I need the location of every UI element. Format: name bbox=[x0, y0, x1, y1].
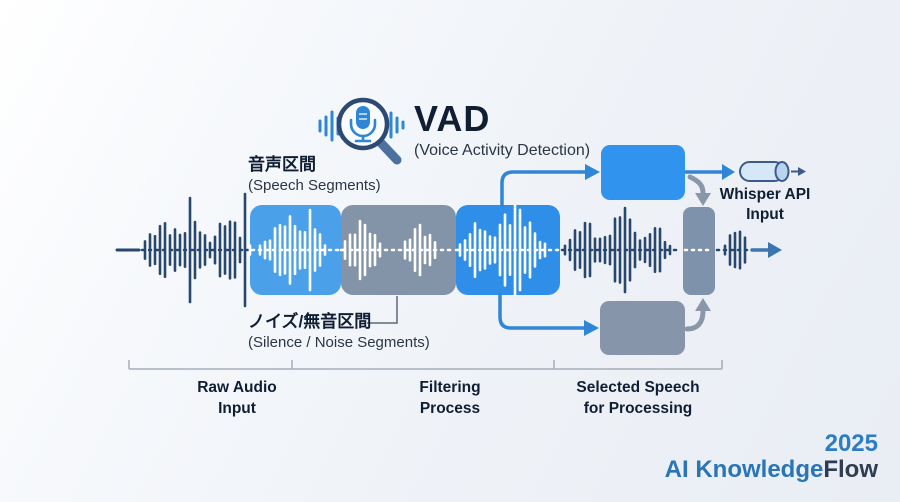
soundwave-right-icon bbox=[389, 111, 405, 139]
footer-brand: AI KnowledgeFlow bbox=[664, 456, 878, 483]
microphone-icon bbox=[349, 106, 377, 143]
audio-buffer-cylinder-icon bbox=[739, 161, 806, 182]
page-title: VAD bbox=[414, 98, 491, 139]
speech-flow-arrow-bottom bbox=[498, 292, 599, 336]
magnifier-handle bbox=[376, 138, 402, 165]
speech-segments-label: 音声区間 (Speech Segments) bbox=[248, 154, 381, 195]
noise-label-jp: ノイズ/無音区間 bbox=[248, 312, 372, 331]
whisper-input-arrow bbox=[684, 164, 735, 180]
magnifier-mic-icon bbox=[318, 97, 405, 165]
merge-arrow-down bbox=[687, 174, 711, 206]
speech-label-jp: 音声区間 bbox=[248, 155, 316, 174]
merge-arrow-up bbox=[684, 298, 711, 332]
title-block: VAD (Voice Activity Detection) bbox=[414, 98, 590, 160]
speech-label-en: (Speech Segments) bbox=[248, 177, 381, 194]
footer-branding: 2025 AI KnowledgeFlow bbox=[665, 431, 878, 483]
noise-discard-box bbox=[600, 301, 685, 355]
whisper-api-label: Whisper API Input bbox=[719, 186, 811, 223]
noise-segments-label: ノイズ/無音区間 (Silence / Noise Segments) bbox=[248, 311, 430, 352]
page-subtitle: (Voice Activity Detection) bbox=[414, 142, 591, 159]
footer-year: 2025 bbox=[824, 430, 878, 457]
output-arrow bbox=[750, 242, 782, 258]
noise-label-en: (Silence / Noise Segments) bbox=[248, 334, 430, 351]
stage-axis bbox=[128, 360, 723, 370]
noise-label-connector bbox=[367, 296, 398, 324]
soundwave-left-icon bbox=[318, 110, 340, 142]
speech-output-box bbox=[601, 145, 685, 200]
stage-label-raw-audio: Raw Audio Input bbox=[197, 379, 277, 417]
stage-label-filtering: Filtering Process bbox=[419, 379, 481, 417]
waveform-bars bbox=[143, 192, 747, 308]
stage-label-selected-speech: Selected Speech for Processing bbox=[576, 379, 700, 417]
speech-flow-arrow-top bbox=[500, 164, 600, 208]
